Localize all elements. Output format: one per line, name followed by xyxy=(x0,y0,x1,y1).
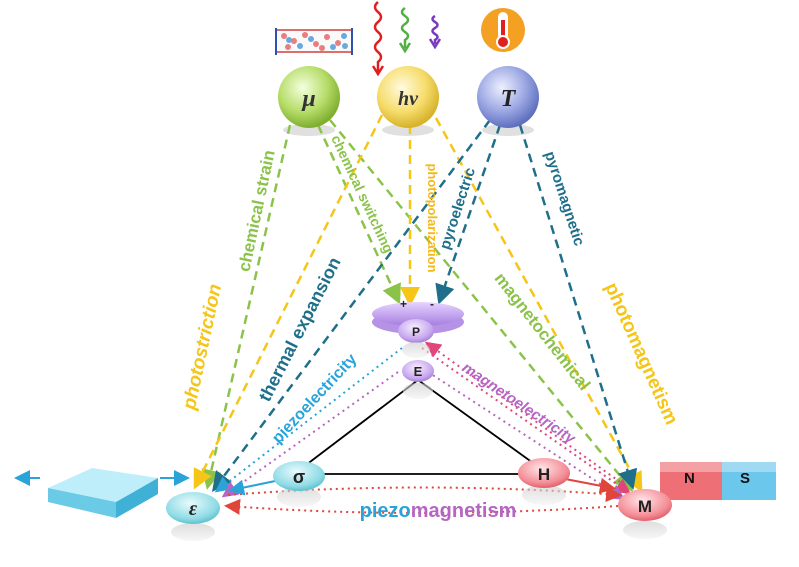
epsilon-label: ε xyxy=(189,498,198,520)
piezomagnetism-label: piezomagnetism xyxy=(360,500,517,522)
H-label: H xyxy=(538,465,550,484)
strain-box-icon xyxy=(14,468,190,518)
T-label: T xyxy=(501,86,517,112)
mu-node: μ xyxy=(278,66,340,128)
magnet-south-label: S xyxy=(740,470,750,487)
magnetochemical-label: magnetochemical xyxy=(491,269,594,394)
photomagnetism-label: photomagnetism xyxy=(600,280,681,428)
P-label: P xyxy=(412,325,420,339)
pyroelectric-label: pyroelectric xyxy=(436,166,478,252)
H-node: H xyxy=(518,458,570,505)
bar-magnet-icon: N S xyxy=(660,462,776,500)
piezoelectricity-arrow-1 xyxy=(214,347,403,493)
coupling-triangle xyxy=(301,379,541,475)
chemical-switching-label: chemical switching xyxy=(328,132,397,255)
chemical-switching-arrow xyxy=(316,124,401,305)
magnetoelectricity-arrow-2 xyxy=(427,371,626,501)
T-node: T xyxy=(477,66,539,128)
epsilon-node: ε xyxy=(166,492,220,541)
pyromagnetic-arrow xyxy=(518,124,638,490)
photopolarization-label: photopolarization xyxy=(425,163,440,272)
pyromagnetic-label: pyromagnetic xyxy=(541,149,588,248)
piezomagnetism-piezo-part: piezo xyxy=(360,500,411,522)
hv-node: hv xyxy=(377,66,439,128)
M-label: M xyxy=(638,497,652,516)
thermometer-icon xyxy=(481,8,525,52)
sigma-node: σ xyxy=(273,461,325,507)
hv-label: hv xyxy=(398,88,419,110)
photomagnetism-arrow xyxy=(434,117,643,493)
chemical-strain-label: chemical strain xyxy=(234,148,278,273)
magnetochemical-arrow xyxy=(329,119,634,492)
M-node: M xyxy=(618,489,672,539)
light-waves-icon xyxy=(371,1,442,77)
chemical-strain-arrow xyxy=(201,124,292,490)
minus-sign: - xyxy=(430,297,434,311)
P-node: P xyxy=(398,319,434,343)
magnet-north-label: N xyxy=(684,470,695,487)
pyroelectric-arrow xyxy=(435,124,502,305)
E-label: E xyxy=(414,364,423,379)
piezomagnetism-magnetism-part: magnetism xyxy=(411,500,517,522)
chemical-container-icon xyxy=(275,28,353,55)
plus-sign: + xyxy=(400,297,407,311)
thermal-expansion-arrow xyxy=(212,119,492,493)
photostriction-label: photostriction xyxy=(179,282,226,412)
piezomagnetism-arrow-top xyxy=(227,486,622,503)
E-node: E xyxy=(402,360,434,382)
mu-label: μ xyxy=(300,86,315,112)
sigma-label: σ xyxy=(293,467,305,487)
photostriction-arrow xyxy=(193,114,384,490)
